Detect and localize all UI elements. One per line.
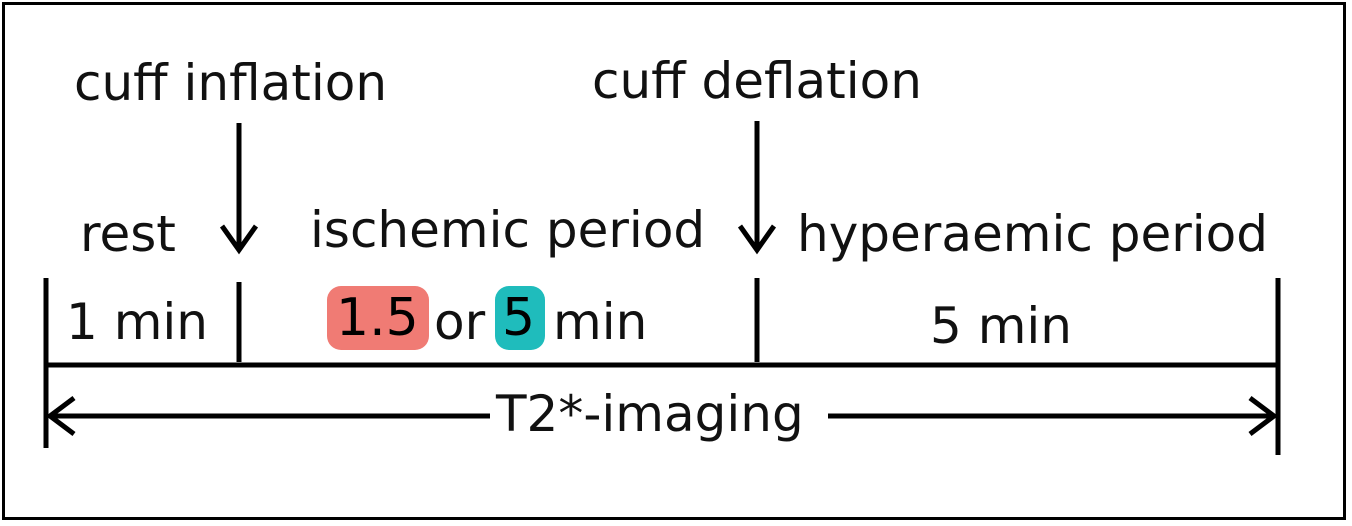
ischemic-duration-b: 5 (502, 288, 536, 348)
ischemic-duration-unit: min (553, 293, 648, 351)
diagram-frame (2, 2, 1346, 520)
highlight-5 (495, 286, 545, 350)
hyperaemic-duration: 5 min (930, 297, 1072, 355)
cuff-inflation-label: cuff inflation (74, 54, 388, 112)
highlight-1-5 (327, 286, 429, 350)
rest-duration: 1 min (66, 293, 208, 351)
imaging-arrow (45, 396, 1279, 436)
inflation-arrow (219, 123, 259, 255)
ischemic-duration-or: or (434, 293, 486, 351)
rest-label: rest (80, 205, 176, 263)
hyperaemic-period-label: hyperaemic period (797, 205, 1268, 263)
t2-imaging-label: T2*-imaging (496, 385, 804, 443)
ischemic-period-label: ischemic period (310, 201, 706, 259)
ischemic-duration-a: 1.5 (336, 288, 419, 348)
cuff-deflation-label: cuff deflation (592, 52, 922, 110)
deflation-arrow (737, 121, 777, 255)
